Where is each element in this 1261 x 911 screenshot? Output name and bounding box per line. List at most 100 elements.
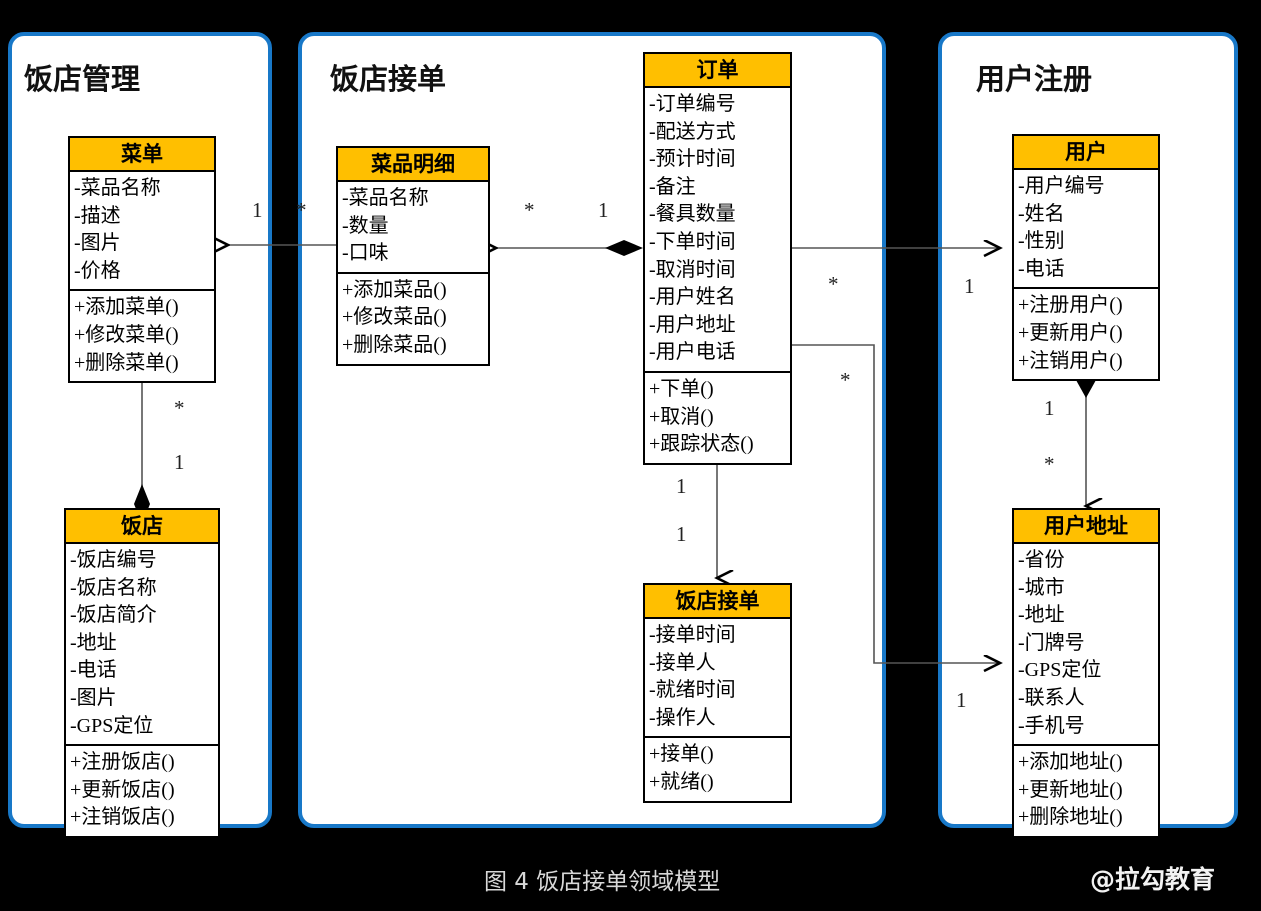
attribute-row: -GPS定位 xyxy=(1018,659,1102,682)
attribute-row: -联系人 xyxy=(1018,686,1085,709)
attribute-row: -用户电话 xyxy=(649,341,736,364)
multiplicity-menu-dishdetail-star: * xyxy=(296,198,307,222)
multiplicity-order-user-star: * xyxy=(828,272,839,296)
attribute-row: -图片 xyxy=(70,686,117,709)
attribute-row: -饭店编号 xyxy=(70,549,157,571)
multiplicity-menu-restaurant-star: * xyxy=(174,396,185,420)
attribute-row: -备注 xyxy=(649,175,696,198)
attribute-row: -菜品名称 xyxy=(74,177,161,199)
multiplicity-order-addr-1: 1 xyxy=(956,688,967,712)
method-row: +注册饭店() xyxy=(70,751,175,774)
class-attributes-user-address: -省份 -城市 -地址 -门牌号 -GPS定位 -联系人 -手机号 xyxy=(1014,544,1158,744)
package-title-restaurant-management: 饭店管理 xyxy=(24,62,141,96)
method-row: +接单() xyxy=(649,743,714,766)
method-row: +删除地址() xyxy=(1018,806,1123,829)
method-row: +删除菜单() xyxy=(74,351,179,374)
class-title-user-address: 用户地址 xyxy=(1014,510,1158,544)
method-row: +修改菜品() xyxy=(342,306,447,329)
attribute-row: -操作人 xyxy=(649,706,716,729)
attribute-row: -订单编号 xyxy=(649,93,736,115)
method-row: +修改菜单() xyxy=(74,323,179,346)
attribute-row: -饭店简介 xyxy=(70,604,157,627)
class-methods-restaurant-accept-order: +接单() +就绪() xyxy=(645,736,790,800)
method-row: +跟踪状态() xyxy=(649,433,754,456)
multiplicity-dishdetail-order-1: 1 xyxy=(598,198,609,222)
class-box-restaurant-accept-order[interactable]: 饭店接单 -接单时间 -接单人 -就绪时间 -操作人 +接单() +就绪() xyxy=(643,583,792,803)
figure-caption: 图 4 饭店接单领域模型 xyxy=(484,869,721,895)
attribute-row: -姓名 xyxy=(1018,202,1065,225)
class-title-dish-detail: 菜品明细 xyxy=(338,148,488,182)
attribute-row: -取消时间 xyxy=(649,258,736,281)
method-row: +注册用户() xyxy=(1018,294,1123,317)
attribute-row: -GPS定位 xyxy=(70,714,154,737)
attribute-row: -手机号 xyxy=(1018,714,1085,737)
attribute-row: -电话 xyxy=(1018,257,1065,280)
method-row: +删除菜品() xyxy=(342,333,447,356)
attribute-row: -饭店名称 xyxy=(70,576,157,599)
package-title-restaurant-order-taking: 饭店接单 xyxy=(330,62,447,96)
multiplicity-menu-dishdetail-1: 1 xyxy=(252,198,263,222)
class-title-menu: 菜单 xyxy=(70,138,214,172)
class-box-user[interactable]: 用户 -用户编号 -姓名 -性别 -电话 +注册用户() +更新用户() +注销… xyxy=(1012,134,1160,382)
class-methods-order: +下单() +取消() +跟踪状态() xyxy=(645,370,790,463)
class-attributes-dish-detail: -菜品名称 -数量 -口味 xyxy=(338,182,488,272)
multiplicity-order-accept-top: 1 xyxy=(676,474,687,498)
class-attributes-user: -用户编号 -姓名 -性别 -电话 xyxy=(1014,170,1158,287)
attribute-row: -预计时间 xyxy=(649,148,736,171)
method-row: +添加地址() xyxy=(1018,751,1123,774)
class-box-order[interactable]: 订单 -订单编号 -配送方式 -预计时间 -备注 -餐具数量 -下单时间 -取消… xyxy=(643,52,792,465)
method-row: +下单() xyxy=(649,377,714,400)
attribute-row: -电话 xyxy=(70,659,117,682)
class-methods-dish-detail: +添加菜品() +修改菜品() +删除菜品() xyxy=(338,271,488,364)
attribute-row: -就绪时间 xyxy=(649,679,736,702)
attribute-row: -菜品名称 xyxy=(342,187,429,209)
class-title-restaurant: 饭店 xyxy=(66,510,218,544)
multiplicity-user-addr-star: * xyxy=(1044,452,1055,476)
class-attributes-restaurant-accept-order: -接单时间 -接单人 -就绪时间 -操作人 xyxy=(645,619,790,736)
class-methods-menu: +添加菜单() +修改菜单() +删除菜单() xyxy=(70,289,214,381)
attribute-row: -省份 xyxy=(1018,549,1065,571)
attribute-row: -门牌号 xyxy=(1018,631,1085,654)
class-title-restaurant-accept-order: 饭店接单 xyxy=(645,585,790,619)
attribute-row: -城市 xyxy=(1018,576,1065,599)
class-methods-restaurant: +注册饭店() +更新饭店() +注销饭店() xyxy=(66,744,218,836)
method-row: +就绪() xyxy=(649,770,714,793)
attribute-row: -用户姓名 xyxy=(649,286,736,309)
attribute-row: -下单时间 xyxy=(649,230,736,253)
method-row: +取消() xyxy=(649,405,714,428)
multiplicity-user-addr-1: 1 xyxy=(1044,396,1055,420)
class-title-order: 订单 xyxy=(645,54,790,88)
class-attributes-menu: -菜品名称 -描述 -图片 -价格 xyxy=(70,172,214,289)
class-box-restaurant[interactable]: 饭店 -饭店编号 -饭店名称 -饭店简介 -地址 -电话 -图片 -GPS定位 … xyxy=(64,508,220,838)
method-row: +更新用户() xyxy=(1018,321,1123,344)
class-box-menu[interactable]: 菜单 -菜品名称 -描述 -图片 -价格 +添加菜单() +修改菜单() +删除… xyxy=(68,136,216,384)
attribute-row: -口味 xyxy=(342,242,389,265)
class-attributes-order: -订单编号 -配送方式 -预计时间 -备注 -餐具数量 -下单时间 -取消时间 … xyxy=(645,88,790,371)
package-title-user-registration: 用户注册 xyxy=(976,62,1093,96)
class-methods-user-address: +添加地址() +更新地址() +删除地址() xyxy=(1014,744,1158,836)
attribute-row: -接单人 xyxy=(649,651,716,674)
multiplicity-dishdetail-order-star: * xyxy=(524,198,535,222)
class-box-user-address[interactable]: 用户地址 -省份 -城市 -地址 -门牌号 -GPS定位 -联系人 -手机号 +… xyxy=(1012,508,1160,838)
attribute-row: -配送方式 xyxy=(649,120,736,143)
class-title-user: 用户 xyxy=(1014,136,1158,170)
attribute-row: -用户地址 xyxy=(649,313,736,336)
class-attributes-restaurant: -饭店编号 -饭店名称 -饭店简介 -地址 -电话 -图片 -GPS定位 xyxy=(66,544,218,744)
method-row: +更新饭店() xyxy=(70,778,175,801)
attribute-row: -数量 xyxy=(342,214,389,237)
attribute-row: -性别 xyxy=(1018,230,1065,253)
multiplicity-menu-restaurant-1: 1 xyxy=(174,450,185,474)
attribute-row: -接单时间 xyxy=(649,624,736,646)
method-row: +更新地址() xyxy=(1018,778,1123,801)
attribute-row: -价格 xyxy=(74,259,121,282)
method-row: +添加菜单() xyxy=(74,296,179,319)
multiplicity-order-user-1: 1 xyxy=(964,274,975,298)
attribute-row: -用户编号 xyxy=(1018,175,1105,197)
multiplicity-order-addr-star: * xyxy=(840,368,851,392)
watermark-label: @拉勾教育 xyxy=(1090,865,1216,894)
multiplicity-order-accept-bottom: 1 xyxy=(676,522,687,546)
class-box-dish-detail[interactable]: 菜品明细 -菜品名称 -数量 -口味 +添加菜品() +修改菜品() +删除菜品… xyxy=(336,146,490,366)
method-row: +注销用户() xyxy=(1018,349,1123,372)
method-row: +注销饭店() xyxy=(70,806,175,829)
